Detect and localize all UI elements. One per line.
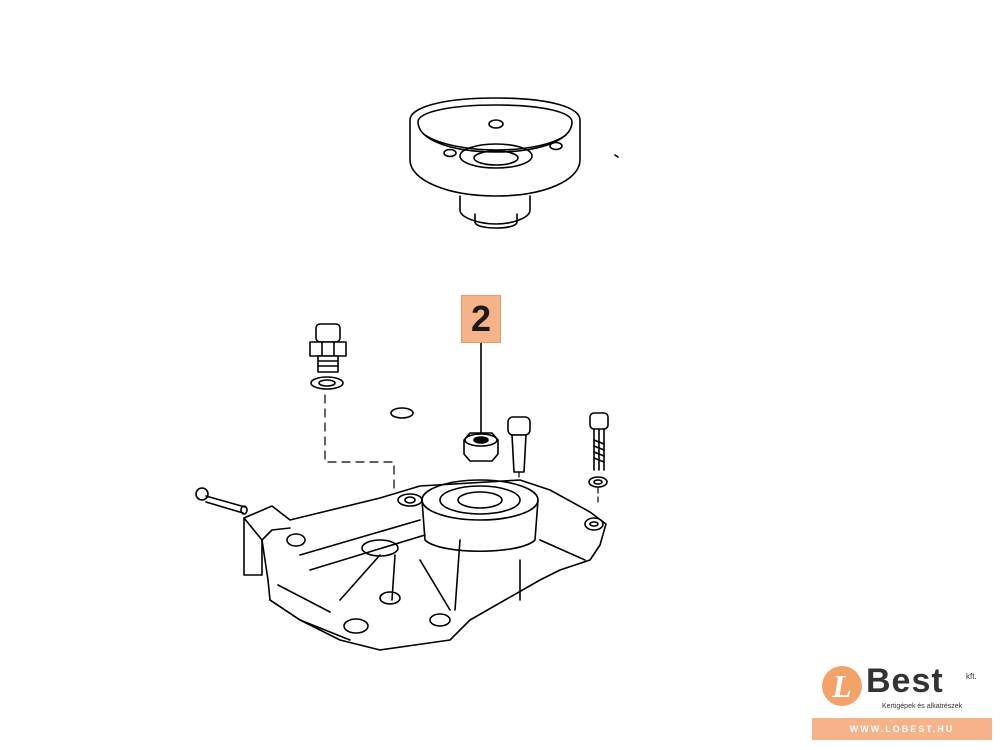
side-screw bbox=[195, 487, 248, 515]
logo-name: Best bbox=[866, 662, 944, 700]
logo-tagline: Kertigépek és alkatrészek bbox=[882, 703, 963, 710]
dashed-guide bbox=[324, 394, 395, 501]
nut-part bbox=[463, 432, 499, 462]
bolt bbox=[507, 416, 531, 473]
cup-part bbox=[409, 97, 619, 229]
logo-circle bbox=[822, 666, 862, 706]
logo-website-bar: WWW.LOBEST.HU bbox=[812, 718, 992, 740]
callout-number: 2 bbox=[470, 298, 492, 339]
o-ring bbox=[390, 407, 414, 419]
callout-badge: 2 bbox=[461, 295, 501, 343]
logo-suffix: kft. bbox=[966, 672, 977, 681]
logo-website: WWW.LOBEST.HU bbox=[849, 724, 955, 734]
lobest-logo: L Best kft. Kertigépek és alkatrészek WW… bbox=[812, 660, 992, 744]
long-screw bbox=[588, 412, 609, 488]
housing-cover bbox=[243, 479, 607, 651]
logo-initial: L bbox=[832, 668, 852, 704]
plug-screw bbox=[309, 323, 347, 390]
